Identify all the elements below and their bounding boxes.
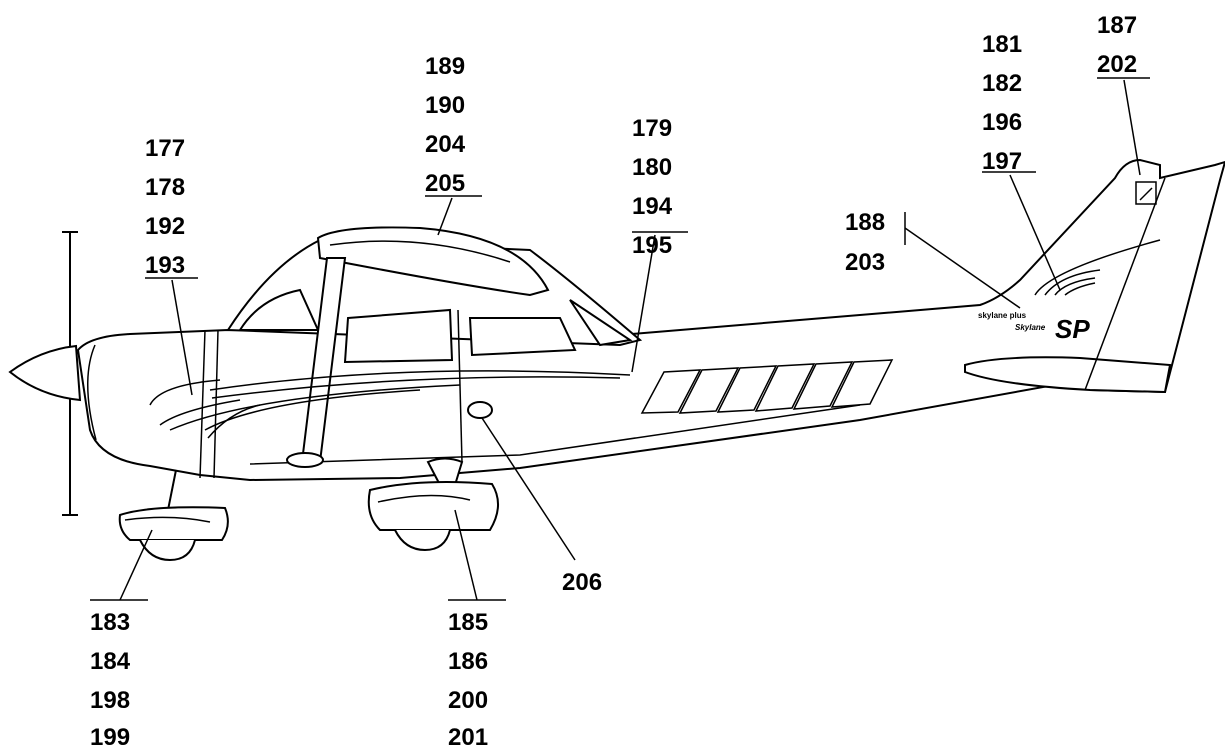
callout-fuselage-stripe: 179 180 194 195 [632, 115, 673, 259]
callout-200: 200 [448, 687, 488, 714]
fuselage-stripe [149, 370, 631, 439]
callout-195: 195 [632, 232, 672, 259]
fuselage-slats [640, 359, 894, 414]
callout-tail-swoosh: 181 182 196 197 [982, 31, 1022, 175]
callout-199: 199 [90, 724, 130, 749]
callout-182: 182 [982, 70, 1022, 97]
tail-logo-small-text: skylane plus [978, 311, 1027, 320]
callout-194: 194 [632, 193, 673, 220]
callout-204: 204 [425, 131, 466, 158]
callout-186: 186 [448, 648, 488, 675]
callout-187: 187 [1097, 12, 1137, 39]
callout-202: 202 [1097, 51, 1137, 78]
callout-fuel-cap: 206 [562, 569, 602, 596]
leader-lines [90, 77, 1150, 601]
callout-197: 197 [982, 148, 1022, 175]
callout-main-gear: 185 186 200 201 [448, 609, 488, 749]
callout-184: 184 [90, 648, 131, 675]
fuselage [76, 158, 1225, 482]
tail-swoosh [1034, 239, 1161, 296]
callout-203: 203 [845, 249, 885, 276]
callout-183: 183 [90, 609, 130, 636]
callout-cowl-stripe: 177 178 192 193 [145, 135, 185, 279]
callout-198: 198 [90, 687, 130, 714]
callout-181: 181 [982, 31, 1022, 58]
tail-tip-decal [1135, 181, 1157, 205]
callout-tail-logo: 188 203 [845, 209, 885, 276]
tail-logo-sp-text: SP [1055, 314, 1090, 344]
wing-strut [286, 257, 347, 468]
callout-201: 201 [448, 724, 488, 749]
callout-189: 189 [425, 53, 465, 80]
main-gear [367, 457, 499, 552]
callout-205: 205 [425, 170, 465, 197]
callout-190: 190 [425, 92, 465, 119]
callout-nose-gear: 183 184 198 199 [90, 609, 131, 749]
propeller [8, 231, 82, 516]
tail-logo-script-text: Skylane [1015, 323, 1046, 332]
callout-177: 177 [145, 135, 185, 162]
callout-179: 179 [632, 115, 672, 142]
callout-196: 196 [982, 109, 1022, 136]
nose-gear [118, 469, 229, 562]
callout-188: 188 [845, 209, 885, 236]
callout-178: 178 [145, 174, 185, 201]
fuel-cap [467, 401, 493, 419]
callout-cabin-top: 189 190 204 205 [425, 53, 466, 197]
callout-180: 180 [632, 154, 672, 181]
tail-logo: skylane plus Skylane SP [978, 311, 1090, 344]
callout-206: 206 [562, 569, 602, 596]
callout-185: 185 [448, 609, 488, 636]
callout-192: 192 [145, 213, 185, 240]
callout-193: 193 [145, 252, 185, 279]
callout-tail-tip: 187 202 [1097, 12, 1137, 78]
